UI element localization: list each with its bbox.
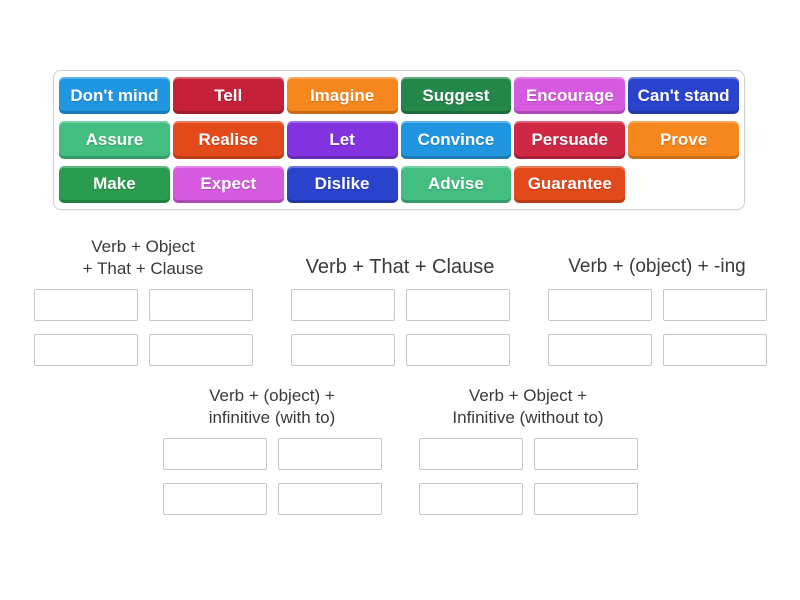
word-tile-imagine[interactable]: Imagine (286, 77, 398, 115)
word-tile-prove[interactable]: Prove (628, 121, 739, 159)
drop-slot[interactable] (418, 483, 523, 515)
category-verb-object-infinitive-with-to: Verb + (object) + infinitive (with to) (162, 385, 382, 515)
word-tile-suggest[interactable]: Suggest (400, 77, 512, 115)
drop-slot[interactable] (277, 438, 382, 470)
drop-slot[interactable] (662, 334, 767, 366)
word-tile-persuade[interactable]: Persuade (514, 121, 626, 159)
drop-slot-grid (33, 289, 253, 366)
drop-slot[interactable] (418, 438, 523, 470)
drop-slot-grid (547, 289, 767, 366)
word-tile-can-t-stand[interactable]: Can't stand (628, 77, 739, 115)
category-label: Verb + That + Clause (305, 256, 495, 278)
category-verb-object-that-clause: Verb + Object + That + Clause (33, 233, 253, 366)
drop-slot[interactable] (148, 334, 253, 366)
drop-slot[interactable] (547, 289, 652, 321)
drop-slot[interactable] (290, 334, 395, 366)
drop-slot[interactable] (148, 289, 253, 321)
drop-slot-grid (162, 438, 382, 515)
word-tile-let[interactable]: Let (286, 121, 398, 159)
category-verb-that-clause: Verb + That + Clause (290, 233, 510, 366)
word-tile-convince[interactable]: Convince (400, 121, 512, 159)
drop-slot[interactable] (277, 483, 382, 515)
word-tile-assure[interactable]: Assure (59, 121, 170, 159)
word-tile-don-t-mind[interactable]: Don't mind (59, 77, 170, 115)
drop-slot[interactable] (162, 483, 267, 515)
drop-slot[interactable] (33, 289, 138, 321)
word-tile-expect[interactable]: Expect (172, 165, 284, 203)
word-tile-encourage[interactable]: Encourage (514, 77, 626, 115)
category-label: Verb + (object) + infinitive (with to) (208, 385, 336, 427)
drop-slot[interactable] (547, 334, 652, 366)
drop-slot-grid (290, 289, 510, 366)
drop-slot[interactable] (405, 289, 510, 321)
drop-slot[interactable] (533, 438, 638, 470)
word-tile-realise[interactable]: Realise (172, 121, 284, 159)
category-verb-object-infinitive-without-to: Verb + Object + Infinitive (without to) (418, 385, 638, 515)
category-label: Verb + Object + Infinitive (without to) (452, 385, 604, 427)
category-label: Verb + (object) + -ing (568, 256, 746, 278)
category-verb-object-ing: Verb + (object) + -ing (547, 233, 767, 366)
word-tile-guarantee[interactable]: Guarantee (514, 165, 626, 203)
drop-slot[interactable] (533, 483, 638, 515)
drop-slot[interactable] (405, 334, 510, 366)
drop-slot[interactable] (662, 289, 767, 321)
category-label: Verb + Object + That + Clause (82, 236, 204, 278)
word-tile-tell[interactable]: Tell (172, 77, 284, 115)
drop-slot[interactable] (290, 289, 395, 321)
drop-slot-grid (418, 438, 638, 515)
word-tile-dislike[interactable]: Dislike (286, 165, 398, 203)
drop-slot[interactable] (162, 438, 267, 470)
word-tile-advise[interactable]: Advise (400, 165, 512, 203)
word-tile-make[interactable]: Make (59, 165, 170, 203)
drop-slot[interactable] (33, 334, 138, 366)
